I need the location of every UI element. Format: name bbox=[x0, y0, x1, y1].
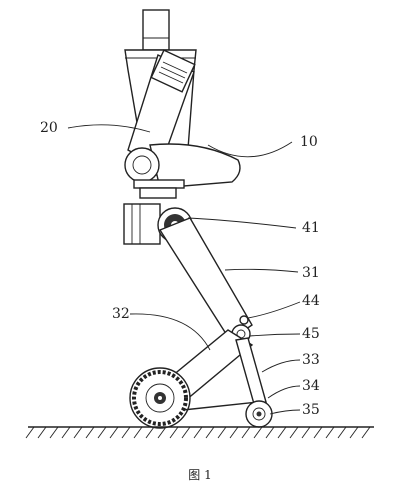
ground-hatch-line bbox=[49, 426, 59, 439]
ground-hatch-line bbox=[85, 426, 95, 439]
ground-hatch-line bbox=[277, 426, 287, 439]
ground-hatch-line bbox=[229, 426, 239, 439]
ground-hatch-line bbox=[301, 426, 311, 439]
top-motor bbox=[142, 9, 170, 51]
ground-hatch-line bbox=[349, 426, 359, 439]
ground-hatch-line bbox=[217, 426, 227, 439]
ground-hatch-line bbox=[289, 426, 299, 439]
label-20: 20 bbox=[40, 120, 58, 136]
label-45: 45 bbox=[302, 326, 320, 342]
label-44: 44 bbox=[302, 293, 320, 309]
ground-hatch-line bbox=[109, 426, 119, 439]
leader-lines bbox=[67, 124, 301, 415]
ground-hatch-line bbox=[265, 426, 275, 439]
ground-hatch-line bbox=[253, 426, 263, 439]
ground-hatch-line bbox=[25, 426, 35, 439]
ground-hatch-line bbox=[145, 426, 155, 439]
ground-hatch-line bbox=[181, 426, 191, 439]
ground-hatch-line bbox=[313, 426, 323, 439]
label-34: 34 bbox=[302, 378, 320, 394]
body-10 bbox=[149, 143, 241, 189]
hip-joint bbox=[124, 147, 160, 183]
ground bbox=[25, 426, 374, 439]
ground-hatch-line bbox=[205, 426, 215, 439]
label-32: 32 bbox=[112, 306, 130, 322]
ground-hatch-line bbox=[193, 426, 203, 439]
label-35: 35 bbox=[302, 402, 320, 418]
label-41: 41 bbox=[302, 220, 320, 236]
ground-hatch-line bbox=[61, 426, 71, 439]
upper-leg-31 bbox=[158, 217, 253, 341]
small-wheel-35 bbox=[245, 400, 273, 428]
ground-hatch-line bbox=[337, 426, 347, 439]
ground-hatch-line bbox=[37, 426, 47, 439]
ground-hatch-line bbox=[361, 426, 371, 439]
reference-labels: 20 10 41 31 44 45 32 33 34 35 bbox=[40, 120, 320, 418]
figure-caption: 图 1 bbox=[188, 468, 212, 482]
ground-hatch-line bbox=[133, 426, 143, 439]
link-34 bbox=[182, 401, 259, 411]
strut-33 bbox=[235, 337, 267, 405]
label-33: 33 bbox=[302, 352, 320, 368]
ground-hatch-line bbox=[121, 426, 131, 439]
ground-hatch-line bbox=[169, 426, 179, 439]
ground-hatch-line bbox=[73, 426, 83, 439]
ground-hatch-line bbox=[241, 426, 251, 439]
label-31: 31 bbox=[302, 265, 320, 281]
main-wheel-34 bbox=[129, 367, 191, 429]
ground-hatch-line bbox=[97, 426, 107, 439]
hip-flange bbox=[133, 179, 185, 199]
ground-hatch-line bbox=[157, 426, 167, 439]
ground-hatch-line bbox=[325, 426, 335, 439]
label-10: 10 bbox=[300, 134, 318, 150]
